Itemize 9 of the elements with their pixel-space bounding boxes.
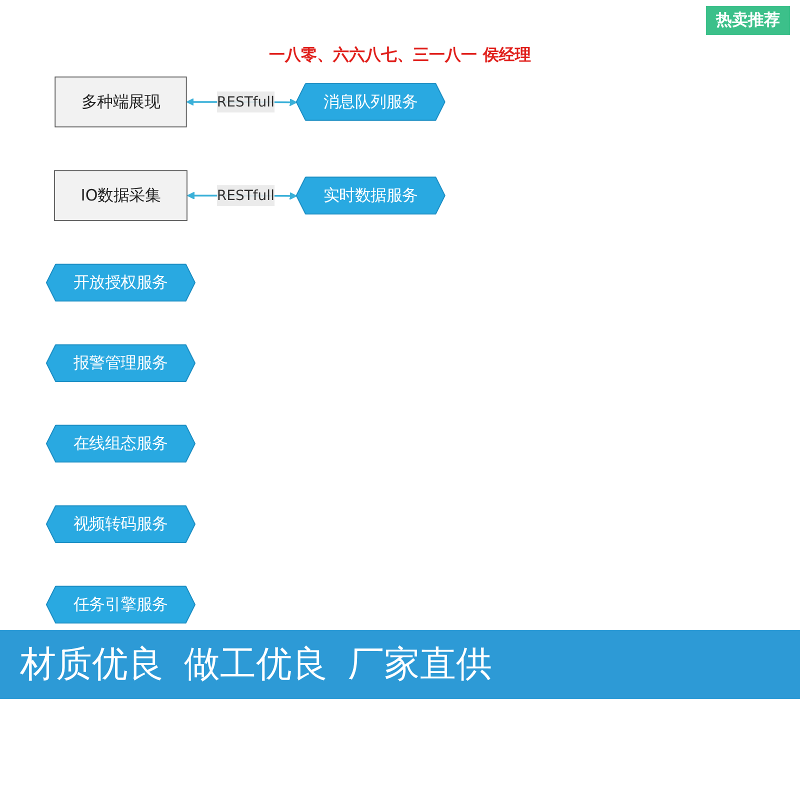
hot-sale-badge: 热卖推荐 — [706, 6, 790, 35]
edge-label: RESTfull — [216, 186, 274, 204]
edge-label: RESTfull — [216, 93, 274, 110]
slogan-text: 厂家直供 — [348, 643, 492, 687]
slogan-text: 做工优良 — [184, 643, 328, 687]
node-box: IO数据采集 — [54, 170, 188, 221]
contact-note: 一八零、六六八七、三一八一 侯经理 — [269, 45, 531, 64]
node-box: 多种端展现 — [54, 76, 187, 128]
slogan-text: 材质优良 — [20, 643, 164, 687]
